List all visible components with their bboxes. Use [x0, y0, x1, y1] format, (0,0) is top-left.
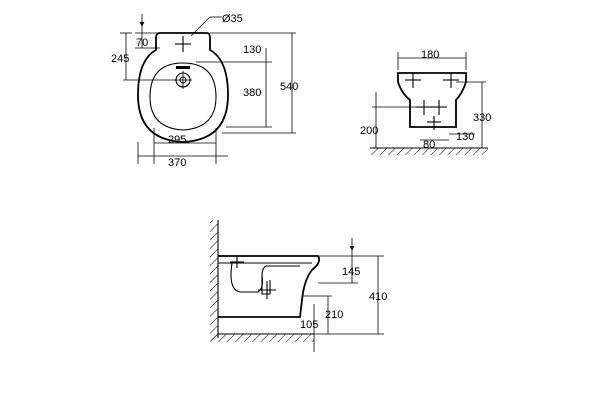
dim-label-130-rear: 130: [456, 131, 474, 143]
dim-label-380: 380: [243, 87, 261, 99]
dim-label-210: 210: [325, 309, 343, 321]
dim-label-200: 200: [360, 125, 378, 137]
dim-label-540: 540: [280, 81, 298, 93]
rear-mount-cross-left: [405, 73, 421, 88]
dim-label-130: 130: [243, 44, 261, 56]
overflow-slot: [176, 66, 190, 69]
rear-view: 180 200 330 80 130: [360, 49, 491, 155]
rear-floor-hatch: [370, 148, 488, 155]
dim-label-105: 105: [300, 319, 318, 331]
dim-label-180: 180: [421, 49, 439, 61]
side-floor-hatch: [210, 334, 314, 342]
tap-hole-cross: [175, 36, 191, 52]
dim-label-hole-diameter: Ø35: [222, 13, 243, 25]
dim-label-410: 410: [369, 291, 387, 303]
side-drain-cross: [258, 281, 276, 299]
side-wall-hatch: [210, 220, 218, 340]
front-view: Ø35 70 245 130 380 540 295 370: [111, 13, 298, 169]
dim-label-330: 330: [473, 112, 491, 124]
side-tap-cross: [230, 256, 244, 268]
dim-label-245: 245: [111, 53, 129, 65]
rear-body-outline: [397, 72, 467, 128]
dim-label-145: 145: [342, 266, 360, 278]
rear-mount-cross-right: [443, 73, 459, 88]
dim-label-295: 295: [168, 134, 186, 146]
dim-label-70: 70: [136, 37, 148, 49]
side-view: 145 410 210 105: [210, 220, 387, 352]
rear-mount-cross-lower-right: [431, 100, 447, 115]
rear-mount-cross-lower-left: [416, 100, 432, 115]
dim-label-370: 370: [168, 157, 186, 169]
rear-drain-cross: [427, 116, 441, 130]
front-bowl-outline: [137, 32, 229, 143]
side-trap: [230, 262, 300, 293]
